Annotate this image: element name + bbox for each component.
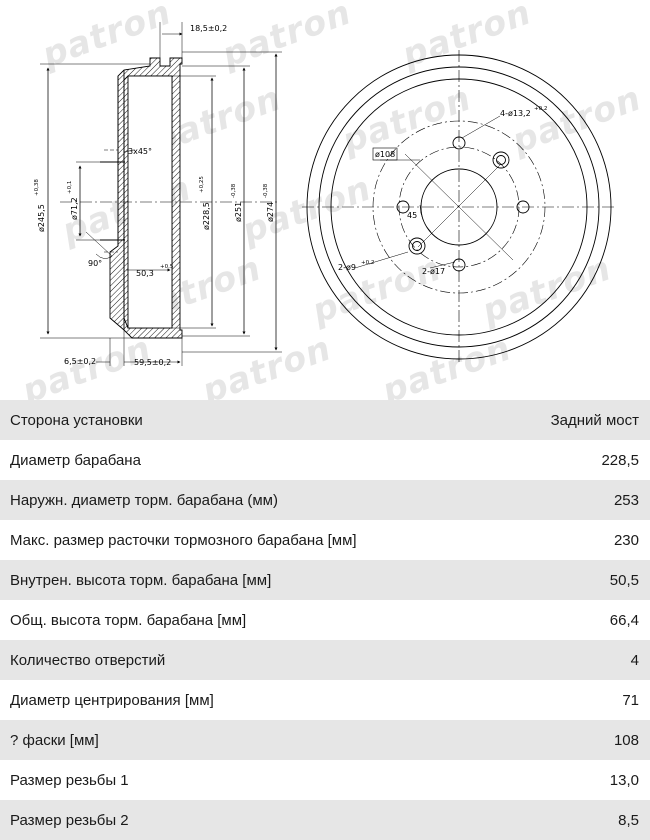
dim-chamfer: 3x45°: [128, 147, 152, 156]
dim-bottom-left: 6,5±0,2: [64, 357, 96, 366]
dim-d245: ø245,5: [37, 204, 46, 232]
dim-d274: ø274: [266, 202, 275, 222]
spec-value: 71: [622, 691, 639, 709]
spec-row: Макс. размер расточки тормозного барабан…: [0, 520, 650, 560]
spec-row: Общ. высота торм. барабана [мм] 66,4: [0, 600, 650, 640]
dim-d228: ø228,5: [202, 202, 211, 230]
front-dimension-labels: 4-ø13,2 +0,2 ø108 45 2-ø9 +0,2 2-ø17: [338, 106, 547, 276]
dim-d71-tol: +0,1: [67, 181, 73, 194]
spec-row: ? фаски [мм] 108: [0, 720, 650, 760]
spec-row: Наружн. диаметр торм. барабана (мм) 253: [0, 480, 650, 520]
spec-row: Диаметр барабана 228,5: [0, 440, 650, 480]
spec-label: Количество отверстий: [10, 651, 166, 669]
dim-holes-2a: 2-ø9: [338, 263, 356, 272]
spec-value: 50,5: [609, 571, 639, 589]
dim-top-width: 18,5±0,2: [190, 24, 227, 33]
dim-holes-2b: 2-ø17: [422, 267, 445, 276]
dim-inner-height-tol: +0,5: [160, 264, 174, 270]
dim-d71: ø71,2: [70, 197, 79, 220]
spec-row: Диаметр центрирования [мм] 71: [0, 680, 650, 720]
drawing-svg: 18,5±0,2 3x45° ø245,5 +0,38 ø71,2 +0,1 ø…: [34, 22, 616, 367]
dim-d245-tol: +0,38: [34, 179, 40, 196]
front-view: [302, 50, 616, 364]
spec-value: 8,5: [618, 811, 639, 829]
dim-inner-height: 50,3: [136, 269, 154, 278]
spec-label: Размер резьбы 1: [10, 771, 129, 789]
spec-row: Сторона установки Задний мост: [0, 400, 650, 440]
dim-d228-tol: +0,25: [199, 176, 205, 193]
spec-value: 228,5: [601, 451, 639, 469]
spec-label: Общ. высота торм. барабана [мм]: [10, 611, 247, 629]
dim-front-angle: 45: [407, 211, 417, 220]
spec-row: Количество отверстий 4: [0, 640, 650, 680]
spec-value: 253: [613, 491, 639, 509]
spec-value: 108: [613, 731, 639, 749]
spec-value: 230: [613, 531, 639, 549]
side-section-view: [40, 22, 282, 366]
spec-value: Задний мост: [550, 411, 639, 429]
dim-bottom-width: 59,5±0,2: [134, 358, 171, 367]
dim-angle: 90°: [88, 259, 102, 268]
spec-label: Внутрен. высота торм. барабана [мм]: [10, 571, 272, 589]
spec-value: 13,0: [609, 771, 639, 789]
spec-row: Размер резьбы 1 13,0: [0, 760, 650, 800]
spec-value: 66,4: [609, 611, 639, 629]
dim-holes-2a-tol: +0,2: [361, 260, 374, 266]
spec-label: Наружн. диаметр торм. барабана (мм): [10, 491, 278, 509]
dim-holes-4: 4-ø13,2: [500, 109, 531, 118]
side-dimension-labels: 18,5±0,2 3x45° ø245,5 +0,38 ø71,2 +0,1 ø…: [34, 24, 275, 367]
dim-holes-4-tol: +0,2: [534, 106, 547, 112]
spec-value: 4: [630, 651, 639, 669]
spec-label: ? фаски [мм]: [10, 731, 99, 749]
dim-d251: ø251: [234, 202, 243, 222]
spec-row: Размер резьбы 2 8,5: [0, 800, 650, 840]
technical-drawing: patron patron patron patron patron patro…: [0, 0, 650, 400]
spec-row: Внутрен. высота торм. барабана [мм] 50,5: [0, 560, 650, 600]
spec-label: Диаметр барабана: [10, 451, 141, 469]
spec-label: Диаметр центрирования [мм]: [10, 691, 214, 709]
spec-label: Сторона установки: [10, 411, 143, 429]
dim-d274-tol: -0,38: [263, 183, 269, 198]
spec-label: Размер резьбы 2: [10, 811, 129, 829]
spec-label: Макс. размер расточки тормозного барабан…: [10, 531, 357, 549]
dim-d251-tol: -0,38: [231, 183, 237, 198]
dim-pcd: ø108: [375, 150, 395, 159]
